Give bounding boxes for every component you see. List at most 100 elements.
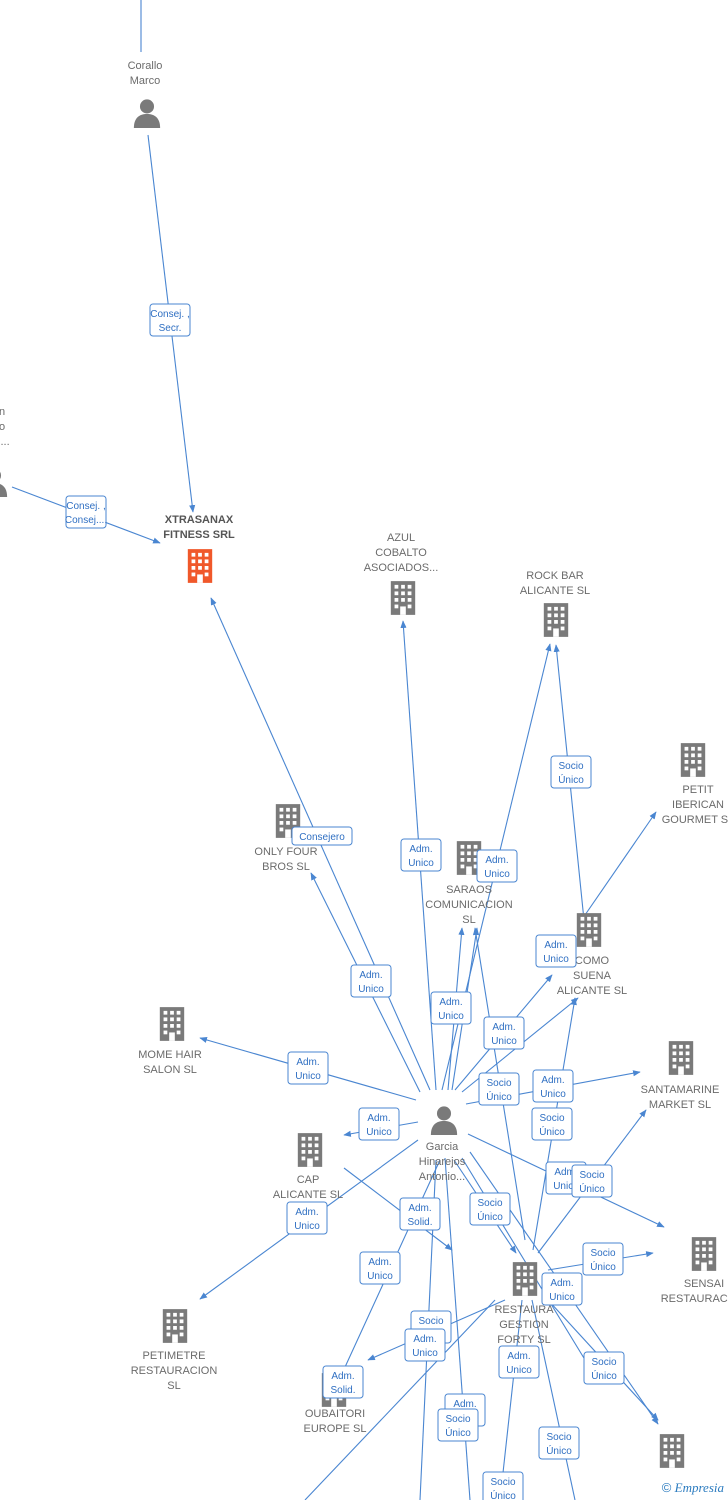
node-label-line: SL [462,914,475,926]
edge-label-box [498,1345,540,1379]
edge-label[interactable]: Adm.Unico [476,849,518,883]
node-label-line: RESTAURACION [661,1293,728,1305]
edge-label-text: Unico [367,1271,393,1282]
edge-label-text: Adm. [550,1278,573,1289]
node-label-line: EUROPE SL [304,1423,367,1435]
edge-label-text: Consej. , [66,501,105,512]
node-leftperson[interactable]: noe... [0,406,10,497]
node-azul[interactable]: AZULCOBALTOASOCIADOS... [364,532,439,615]
edge-label-text: Unico [366,1127,392,1138]
edge-label-text: Socio [445,1414,470,1425]
node-label-line: OUBAITORI [305,1408,365,1420]
edge-label[interactable]: Adm.Solid. [322,1365,364,1399]
node-oubaitori[interactable]: OUBAITORI EUROPE SL [304,1373,367,1435]
edge-label-text: Adm. [492,1022,515,1033]
node-garcia[interactable]: GarciaHinarejosAntonio... [419,1106,466,1183]
edge-label-text: Solid. [330,1385,355,1396]
edge-label-box [430,991,472,1025]
edge-label-box [541,1272,583,1306]
edge-label[interactable]: Adm.Unico [483,1016,525,1050]
node-label-line: PETIMETRE [143,1350,206,1362]
node-label-line: PETIT [682,784,713,796]
edge-label-text: Adm. [453,1399,476,1410]
edge-label-text: Unico [540,1089,566,1100]
edge-label-box [322,1365,364,1399]
edge-label-text: Unico [543,954,569,965]
edge-label-text: Socio [539,1113,564,1124]
person-icon [430,1106,458,1135]
person-icon [133,99,161,128]
edge-label[interactable]: Consejero [291,826,353,846]
node-sensai[interactable]: SENSAIRESTAURACION [661,1237,728,1305]
edge-line [444,1157,471,1500]
node-bottomright[interactable] [659,1434,685,1468]
edge-label-text: Único [445,1426,471,1439]
edge-label[interactable]: Adm.Unico [498,1345,540,1379]
node-label-line: o [0,421,5,433]
node-label-line: ALICANTE SL [273,1189,343,1201]
edge-label-box [400,838,442,872]
edge-label-text: Socio [490,1477,515,1488]
edge-label[interactable]: Adm.Unico [286,1201,328,1235]
edge-label-box [531,1107,573,1141]
building-icon [162,1309,188,1343]
node-label-line: SL [167,1380,180,1392]
edge-label[interactable]: Adm.Unico [430,991,472,1025]
node-label-line: COMO [575,955,610,967]
edge-label[interactable]: Adm. Unico [359,1251,401,1285]
edge-label[interactable]: Adm.Unico [535,934,577,968]
edge-label-text: Socio [486,1078,511,1089]
node-label-line: ALICANTE SL [520,585,590,597]
building-icon [187,549,213,583]
edge-label-box [469,1192,511,1226]
edge-label[interactable]: Adm.Unico [287,1051,329,1085]
edge-label-text: Adm. [409,844,432,855]
edge-label-text: Consejero [299,832,345,843]
edge-label[interactable]: Adm.Unico [541,1272,583,1306]
edge-label-text: Adm. [368,1257,391,1268]
brand-name: Empresia [674,1480,724,1495]
edge-label[interactable]: Consej. , Consej.... [65,495,107,529]
edge-label-box [532,1069,574,1103]
edge-label-text: Socio [477,1198,502,1209]
edge-label[interactable]: Adm.Unico [404,1328,446,1362]
footer-brand[interactable]: © Empresia [662,1480,724,1496]
edge-label[interactable]: Adm.Unico [350,964,392,998]
building-icon [691,1237,717,1271]
edge-label-text: Único [477,1210,503,1223]
edge-label[interactable]: Adm.Unico [358,1107,400,1141]
edge-label-text: Adm. [359,970,382,981]
edge-label[interactable]: Adm.Unico [532,1069,574,1103]
edge-label-text: Unico [438,1011,464,1022]
edge-label-text: Consej.... [65,515,107,526]
edge-label-text: Unico [412,1348,438,1359]
building-icon [297,1133,323,1167]
edge-label[interactable]: Adm.Solid. [399,1197,441,1231]
edge-label[interactable]: Consej. ,Secr. [149,303,191,337]
edge-label-text: Socio [591,1357,616,1368]
edge-label[interactable]: Adm.Unico [400,838,442,872]
